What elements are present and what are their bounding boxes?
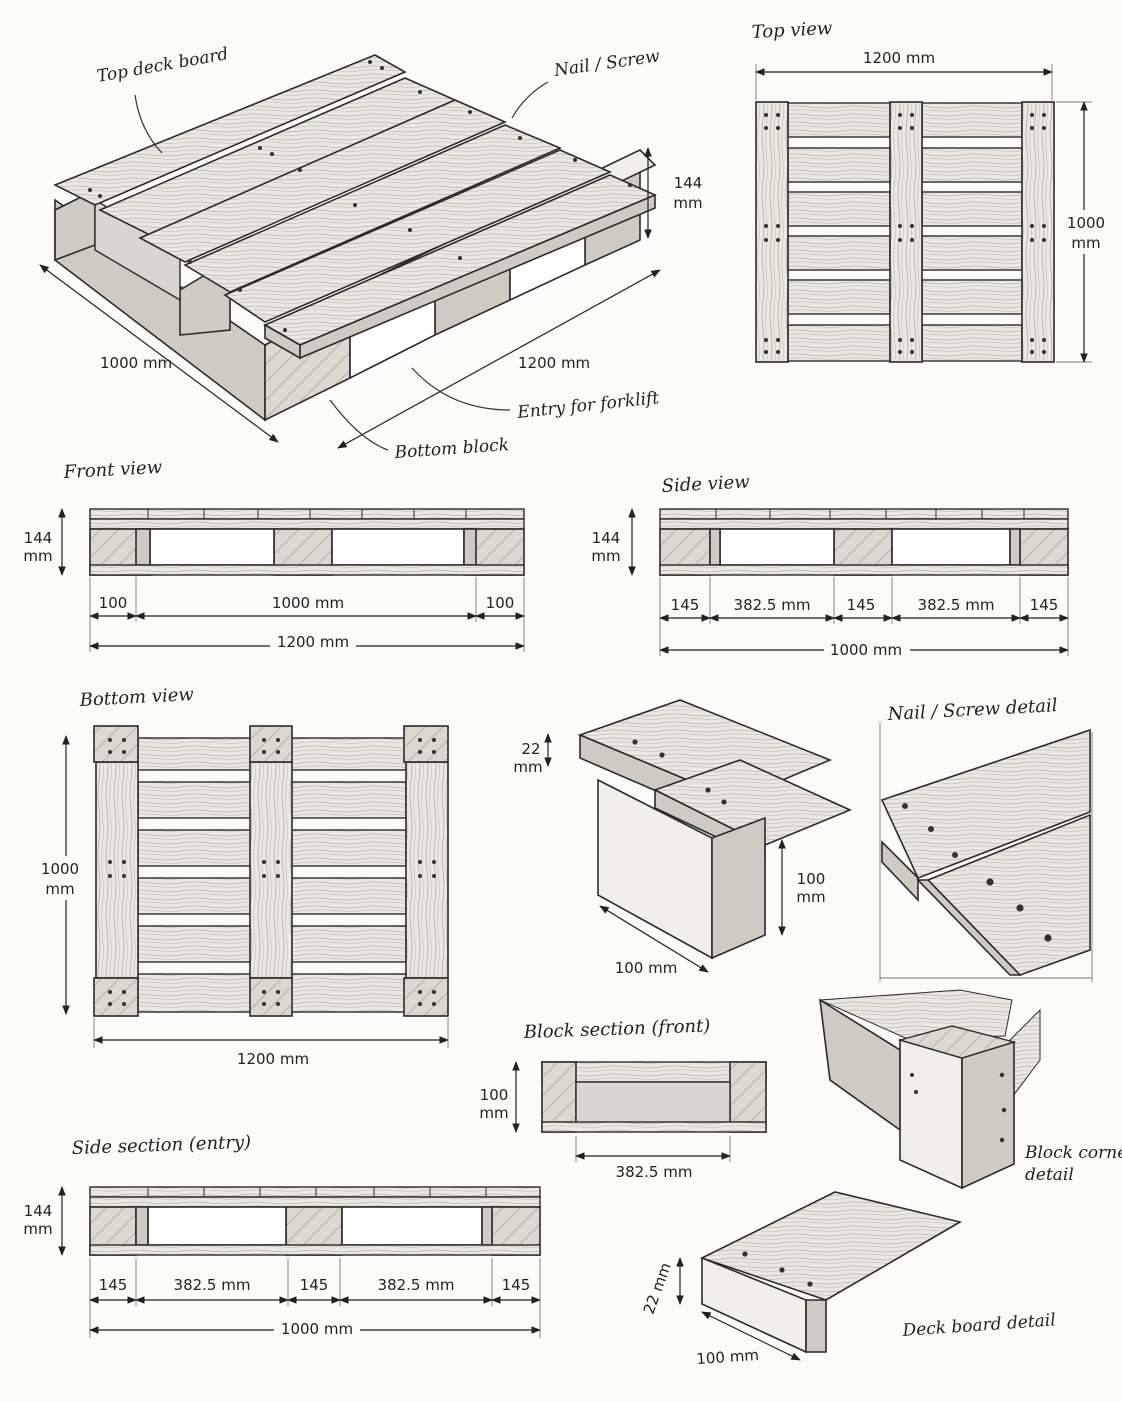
callout-nail-screw: Nail / Screw bbox=[552, 46, 662, 81]
title-block-section: Block section (front) bbox=[522, 1015, 710, 1043]
top-view-height-unit: mm bbox=[1071, 234, 1100, 252]
detail-block-height-unit: mm bbox=[796, 888, 825, 906]
front-block-left: 100 bbox=[99, 594, 128, 612]
side-total: 1000 mm bbox=[830, 641, 902, 659]
detail-thickness-value: 22 bbox=[521, 740, 540, 758]
sidesec-gap-1: 382.5 mm bbox=[174, 1276, 251, 1294]
bottom-view: Bottom view 1000 mm bbox=[40, 684, 449, 1068]
sidesec-height-unit: mm bbox=[23, 1220, 52, 1238]
top-view: Top view 1200 mm bbox=[751, 18, 1106, 363]
side-height-unit: mm bbox=[591, 547, 620, 565]
bottom-height-value: 1000 bbox=[41, 860, 79, 878]
block-section-gap: 382.5 mm bbox=[616, 1163, 693, 1181]
top-view-width: 1200 mm bbox=[863, 49, 935, 67]
iso-height-value: 144 bbox=[674, 174, 703, 192]
side-section-entry: Side section (entry) 144 mm 145 382.5 mm… bbox=[23, 1132, 541, 1338]
front-height-unit: mm bbox=[23, 547, 52, 565]
deck-width: 100 mm bbox=[696, 1346, 760, 1368]
block-corner-detail: Block corner detail bbox=[818, 989, 1122, 1190]
sidesec-gap-2: 382.5 mm bbox=[378, 1276, 455, 1294]
title-block-corner-2: detail bbox=[1025, 1165, 1074, 1185]
front-height-value: 144 bbox=[24, 529, 53, 547]
callout-bottom-block: Bottom block bbox=[393, 435, 510, 463]
detail-block-width: 100 mm bbox=[615, 959, 678, 977]
side-view: Side view 144 mm 145 382.5 mm 145 382.5 … bbox=[591, 471, 1069, 659]
bottom-height-unit: mm bbox=[45, 880, 74, 898]
detail-thickness-unit: mm bbox=[513, 758, 542, 776]
iso-width-label: 1000 mm bbox=[100, 354, 172, 372]
front-block-right: 100 bbox=[486, 594, 515, 612]
title-bottom-view: Bottom view bbox=[78, 684, 195, 711]
block-section-height-unit: mm bbox=[479, 1104, 508, 1122]
title-block-corner-1: Block corner bbox=[1024, 1143, 1122, 1163]
board-block-detail: 22 mm 100 mm 100 mm bbox=[513, 699, 853, 977]
title-top-view: Top view bbox=[751, 18, 833, 43]
front-total: 1200 mm bbox=[277, 633, 349, 651]
isometric-pallet: 144 mm 1000 mm 1200 mm Top deck board Na… bbox=[39, 44, 703, 463]
deck-board-detail: 22 mm 100 mm Deck board detail bbox=[640, 1191, 1056, 1368]
sidesec-block-2: 145 bbox=[300, 1276, 329, 1294]
iso-height-unit: mm bbox=[673, 194, 702, 212]
deck-thickness: 22 mm bbox=[640, 1260, 675, 1316]
side-height-value: 144 bbox=[592, 529, 621, 547]
detail-block-height-value: 100 bbox=[797, 870, 826, 888]
block-section-height-value: 100 bbox=[480, 1086, 509, 1104]
nail-screw-detail: Nail / Screw detail bbox=[879, 695, 1093, 982]
side-gap-1: 382.5 mm bbox=[734, 596, 811, 614]
front-gap: 1000 mm bbox=[272, 594, 344, 612]
title-side-view: Side view bbox=[661, 471, 751, 497]
side-block-3: 145 bbox=[1030, 596, 1059, 614]
sidesec-block-1: 145 bbox=[99, 1276, 128, 1294]
title-nail-detail: Nail / Screw detail bbox=[886, 695, 1058, 725]
front-view: Front view 144 mm 100 1000 mm 100 1200 m… bbox=[23, 457, 525, 652]
side-block-2: 145 bbox=[847, 596, 876, 614]
sidesec-total: 1000 mm bbox=[281, 1320, 353, 1338]
bottom-width: 1200 mm bbox=[237, 1050, 309, 1068]
side-block-1: 145 bbox=[671, 596, 700, 614]
sidesec-height-value: 144 bbox=[24, 1202, 53, 1220]
top-view-height-value: 1000 bbox=[1067, 214, 1105, 232]
title-front-view: Front view bbox=[62, 457, 163, 483]
side-gap-2: 382.5 mm bbox=[918, 596, 995, 614]
callout-entry-forklift: Entry for forklift bbox=[515, 388, 660, 423]
title-side-section: Side section (entry) bbox=[71, 1132, 251, 1159]
callout-top-deck-board: Top deck board bbox=[95, 44, 230, 87]
sidesec-block-3: 145 bbox=[502, 1276, 531, 1294]
block-section-front: Block section (front) 100 mm 382.5 mm bbox=[479, 1015, 767, 1181]
iso-length-label: 1200 mm bbox=[518, 354, 590, 372]
title-deck-board-detail: Deck board detail bbox=[901, 1310, 1056, 1341]
